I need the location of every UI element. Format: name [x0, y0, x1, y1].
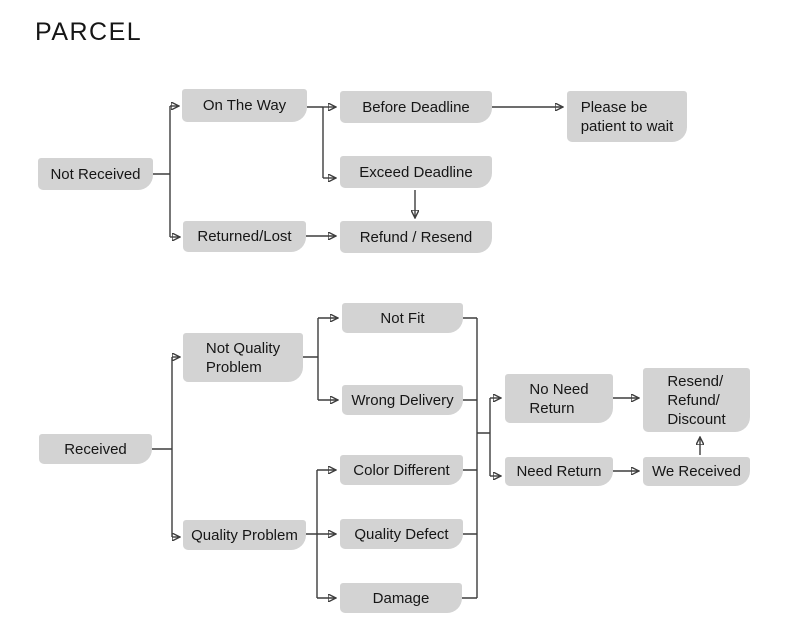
- node-resend-refund-discount: Resend/ Refund/ Discount: [643, 368, 750, 432]
- node-returned-lost: Returned/Lost: [183, 221, 306, 252]
- node-no-need-return: No Need Return: [505, 374, 613, 423]
- node-damage: Damage: [340, 583, 462, 613]
- connector-trunks: [152, 106, 491, 599]
- node-not-quality-problem: Not Quality Problem: [183, 333, 303, 382]
- node-wrong-delivery: Wrong Delivery: [342, 385, 463, 415]
- diagram-title: PARCEL: [35, 18, 143, 46]
- node-exceed-deadline: Exceed Deadline: [340, 156, 492, 188]
- node-before-deadline: Before Deadline: [340, 91, 492, 123]
- node-refund-resend: Refund / Resend: [340, 221, 492, 253]
- node-color-different: Color Different: [340, 455, 463, 485]
- node-quality-defect: Quality Defect: [340, 519, 463, 549]
- node-not-received: Not Received: [38, 158, 153, 190]
- node-need-return: Need Return: [505, 457, 613, 486]
- node-please-wait: Please be patient to wait: [567, 91, 687, 142]
- node-received: Received: [39, 434, 152, 464]
- node-quality-problem: Quality Problem: [183, 520, 306, 550]
- node-we-received: We Received: [643, 457, 750, 486]
- node-on-the-way: On The Way: [182, 89, 307, 122]
- node-not-fit: Not Fit: [342, 303, 463, 333]
